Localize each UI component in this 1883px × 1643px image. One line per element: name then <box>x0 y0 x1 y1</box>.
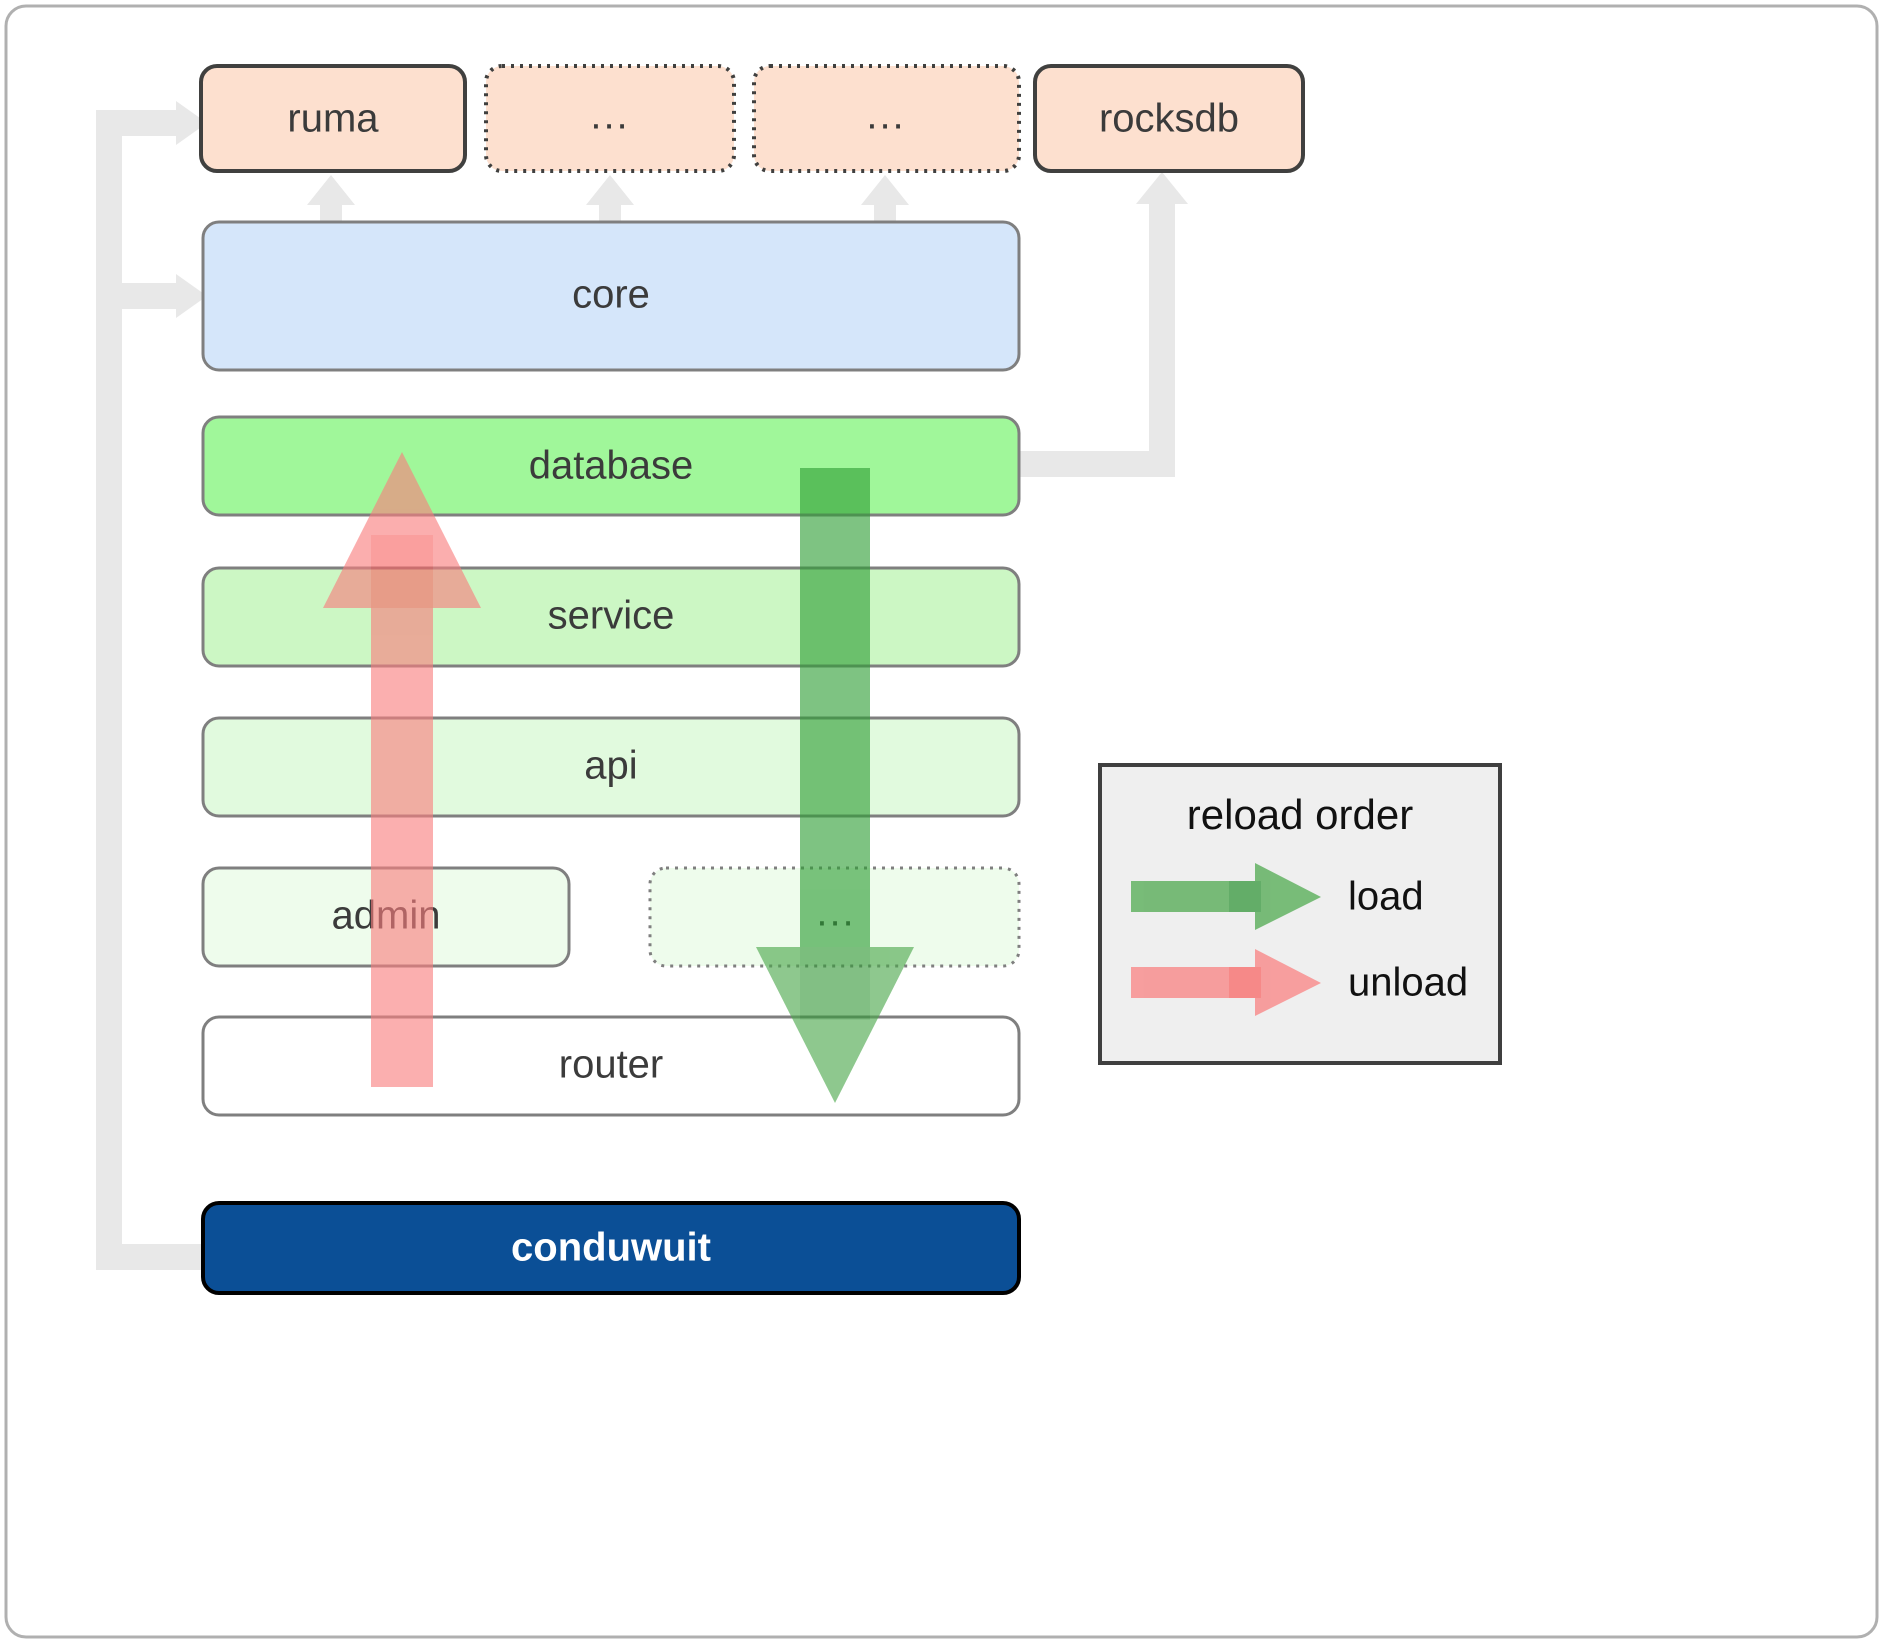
load-flow-arrow <box>756 468 914 1103</box>
legend-load-arrow-head <box>1255 863 1321 930</box>
dependency-node-ruma-label: ruma <box>287 97 379 141</box>
legend-load-arrow-joint <box>1229 881 1261 912</box>
legend-unload-arrow-joint <box>1229 967 1261 998</box>
layer-node-core[interactable]: core <box>201 220 1021 372</box>
dependency-node-rocksdb-label: rocksdb <box>1099 97 1239 141</box>
connector-arrowhead-core-dep2 <box>861 175 909 205</box>
dependency-node-ellipsis-1[interactable]: ... <box>484 64 736 173</box>
layer-node-core-box[interactable] <box>201 220 1021 372</box>
layer-node-api[interactable]: api <box>201 716 1021 818</box>
connector-arrowhead-core-ruma <box>307 175 355 205</box>
dependency-node-ellipsis-1-box[interactable] <box>484 64 736 173</box>
unload-flow-arrow <box>323 452 481 1087</box>
legend-item-unload-label: unload <box>1348 961 1468 1005</box>
dependency-node-ruma-box[interactable] <box>199 64 467 173</box>
legend-item-unload <box>1131 949 1321 1016</box>
legend-unload-arrow-head <box>1255 949 1321 1016</box>
connector-arrowhead-core-dep1 <box>586 175 634 205</box>
load-arrow-head <box>756 947 914 1103</box>
connector-arrowhead-rocksdb <box>1136 172 1188 204</box>
connector-branch-core <box>96 283 176 309</box>
layer-node-api-label: api <box>584 744 637 788</box>
layer-node-database[interactable]: database <box>201 415 1021 517</box>
dependency-node-ellipsis-2[interactable]: ... <box>752 64 1021 173</box>
legend-panel: reload order load unload <box>1098 763 1502 1065</box>
load-arrow-shaft <box>800 468 870 1020</box>
legend-item-load <box>1131 863 1321 930</box>
connector-db-rocksdb-vertical <box>1149 200 1175 477</box>
binary-node-conduwuit-box[interactable] <box>201 1201 1021 1295</box>
load-arrow-joint <box>800 947 870 1020</box>
connector-branch-ruma <box>96 110 176 136</box>
binary-node-conduwuit[interactable]: conduwuit <box>201 1201 1021 1295</box>
dependency-node-ellipsis-2-box[interactable] <box>752 64 1021 173</box>
legend-background <box>1098 763 1502 1065</box>
layer-node-router-label: router <box>559 1043 664 1087</box>
dependency-node-rocksdb-box[interactable] <box>1033 64 1305 173</box>
unload-arrow-head <box>323 452 481 608</box>
layer-node-database-label: database <box>529 444 694 488</box>
layer-node-core-label: core <box>572 273 650 317</box>
unload-arrow-shaft <box>371 535 433 1087</box>
layer-node-service-label: service <box>548 594 675 638</box>
dependency-node-ellipsis-2-label: ... <box>866 94 905 138</box>
connector-conduwuit-stub <box>96 1244 211 1270</box>
dependency-node-rocksdb[interactable]: rocksdb <box>1033 64 1305 173</box>
dependency-node-ruma[interactable]: ruma <box>199 64 467 173</box>
legend-load-arrow-shaft <box>1131 881 1261 912</box>
legend-unload-arrow-shaft <box>1131 967 1261 998</box>
layer-node-router[interactable]: router <box>201 1015 1021 1117</box>
binary-node-conduwuit-label: conduwuit <box>511 1226 711 1270</box>
connector-arrowhead-core <box>176 274 207 318</box>
layer-node-service[interactable]: service <box>201 566 1021 668</box>
connector-network <box>96 101 1188 1270</box>
legend-title: reload order <box>1187 791 1413 838</box>
dependency-node-ellipsis-1-label: ... <box>590 94 629 138</box>
legend-item-load-label: load <box>1348 875 1424 919</box>
unload-arrow-joint <box>371 535 433 608</box>
connector-arrowhead-ruma <box>176 101 207 145</box>
